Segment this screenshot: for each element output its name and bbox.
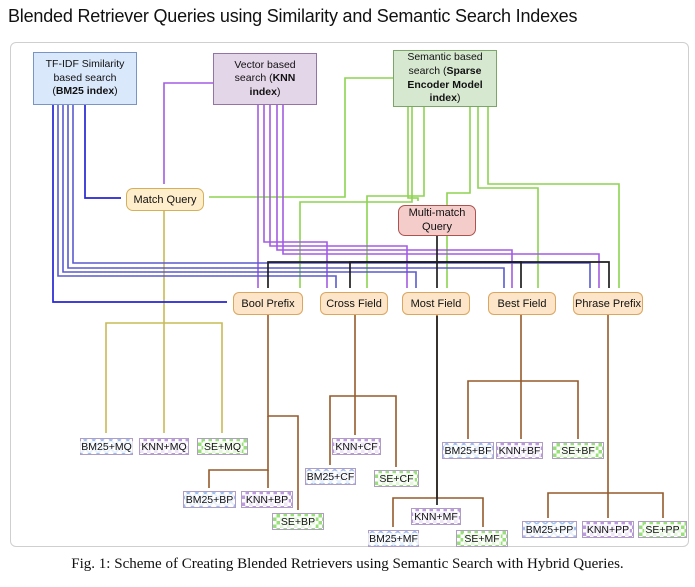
edge-phrase-bm25pp — [547, 492, 608, 518]
node-result-se-mq: SE+MQ — [197, 438, 248, 455]
node-result-se-cf: SE+CF — [374, 470, 419, 487]
result-label: KNN+MQ — [140, 440, 188, 453]
bm25-label-bold: BM25 index — [55, 85, 115, 98]
edge-se-phrase — [487, 107, 620, 288]
node-sparse-encoder-index: Semantic based search (Sparse Encoder Mo… — [393, 50, 497, 107]
edge-knn-most — [269, 105, 408, 288]
edge-multimatch-phrase — [437, 261, 610, 288]
edge-cross-bm25cf — [329, 395, 355, 465]
node-bm25-index: TF-IDF Similarity based search (BM25 ind… — [33, 52, 137, 105]
edge-se-bool — [299, 107, 413, 288]
se-label-bold: Sparse Encoder Model index — [407, 64, 483, 105]
edge-matchquery-semq — [164, 322, 223, 433]
edge-bm25-matchquery — [84, 105, 121, 199]
result-label: BM25+MF — [368, 532, 419, 545]
edge-se-best — [477, 107, 539, 288]
result-label: BM25+BF — [443, 444, 493, 457]
result-label: KNN+PP — [585, 523, 631, 536]
node-result-knn-bf: KNN+BF — [496, 442, 543, 459]
result-label: BM25+CF — [305, 470, 356, 483]
se-label-prefix: Semantic based search ( — [407, 51, 483, 77]
edge-multimatch-cross — [349, 261, 437, 288]
result-label: SE+CF — [378, 472, 415, 485]
edge-most-semf — [437, 497, 484, 527]
edge-most-bm25mf — [392, 497, 437, 527]
node-result-se-bp: SE+BP — [272, 513, 324, 530]
node-result-se-mf: SE+MF — [456, 530, 508, 547]
edge-se-most — [446, 107, 471, 288]
result-label: SE+BP — [279, 515, 317, 528]
result-label: KNN+BP — [244, 493, 290, 506]
node-bool-prefix: Bool Prefix — [233, 292, 303, 315]
result-label: KNN+BF — [497, 444, 542, 457]
node-result-knn-cf: KNN+CF — [332, 438, 381, 455]
edge-knn-matchquery — [163, 82, 213, 184]
edge-bm25-best — [67, 105, 505, 288]
result-label: BM25+BP — [184, 493, 235, 506]
result-label: SE+MF — [463, 532, 501, 545]
bm25-label-prefix: TF-IDF Similarity based search ( — [45, 58, 125, 98]
edge-bool-sebp — [267, 315, 299, 510]
node-cross-field: Cross Field — [320, 292, 388, 315]
node-result-bm25-cf: BM25+CF — [305, 468, 356, 485]
edge-multimatch-bool — [267, 261, 437, 288]
node-multi-match-query: Multi-match Query — [398, 205, 476, 236]
edge-se-multimatch — [407, 107, 419, 201]
edge-bm25-phrase — [72, 105, 591, 288]
result-label: SE+PP — [644, 523, 681, 536]
node-result-bm25-bf: BM25+BF — [442, 442, 494, 459]
edge-cross-secf — [355, 395, 397, 467]
figure-caption: Fig. 1: Scheme of Creating Blended Retri… — [71, 556, 624, 572]
node-result-se-bf: SE+BF — [552, 442, 604, 459]
result-label: SE+BF — [560, 444, 596, 457]
knn-label-bold: KNN index — [249, 72, 296, 98]
result-label: KNN+MF — [413, 510, 459, 523]
figure-title: Blended Retriever Queries using Similari… — [8, 6, 578, 26]
node-result-knn-pp: KNN+PP — [582, 521, 634, 538]
edge-se-cross — [366, 107, 425, 288]
edge-bm25-most — [62, 105, 417, 288]
edge-bm25-cross — [57, 105, 337, 288]
edge-bm25-bool — [52, 105, 227, 303]
knn-label-prefix: Vector based search ( — [234, 58, 296, 85]
edge-best-sebf — [521, 380, 579, 439]
node-phrase-prefix: Phrase Prefix — [573, 292, 643, 315]
edge-knn-phrase — [282, 105, 600, 288]
result-label: KNN+CF — [334, 440, 379, 453]
node-result-knn-bp: KNN+BP — [241, 491, 293, 508]
node-result-bm25-bp: BM25+BP — [183, 491, 236, 508]
node-result-knn-mf: KNN+MF — [411, 508, 461, 525]
se-label-suffix: ) — [456, 92, 461, 105]
node-result-knn-mq: KNN+MQ — [139, 438, 189, 455]
bm25-label-suffix: ) — [114, 85, 118, 98]
result-label: BM25+MQ — [80, 440, 133, 453]
edge-knn-cross — [263, 105, 328, 288]
result-label: SE+MQ — [202, 440, 243, 453]
edge-phrase-sepp — [608, 492, 664, 518]
node-result-bm25-pp: BM25+PP — [522, 521, 577, 538]
node-best-field: Best Field — [488, 292, 556, 315]
node-result-bm25-mq: BM25+MQ — [80, 438, 133, 455]
node-knn-index: Vector based search (KNN index) — [213, 53, 317, 105]
result-label: BM25+PP — [524, 523, 575, 536]
node-most-field: Most Field — [402, 292, 470, 315]
knn-label-suffix: ) — [276, 85, 281, 98]
node-result-bm25-mf: BM25+MF — [368, 530, 419, 547]
edge-matchquery-bm25mq — [105, 322, 164, 433]
edge-bool-bm25bp — [208, 416, 269, 488]
node-match-query: Match Query — [126, 188, 204, 211]
node-result-se-pp: SE+PP — [638, 521, 687, 538]
edge-multimatch-best — [437, 261, 522, 288]
edge-best-bm25bf — [467, 380, 521, 439]
edge-knn-best — [276, 105, 513, 288]
